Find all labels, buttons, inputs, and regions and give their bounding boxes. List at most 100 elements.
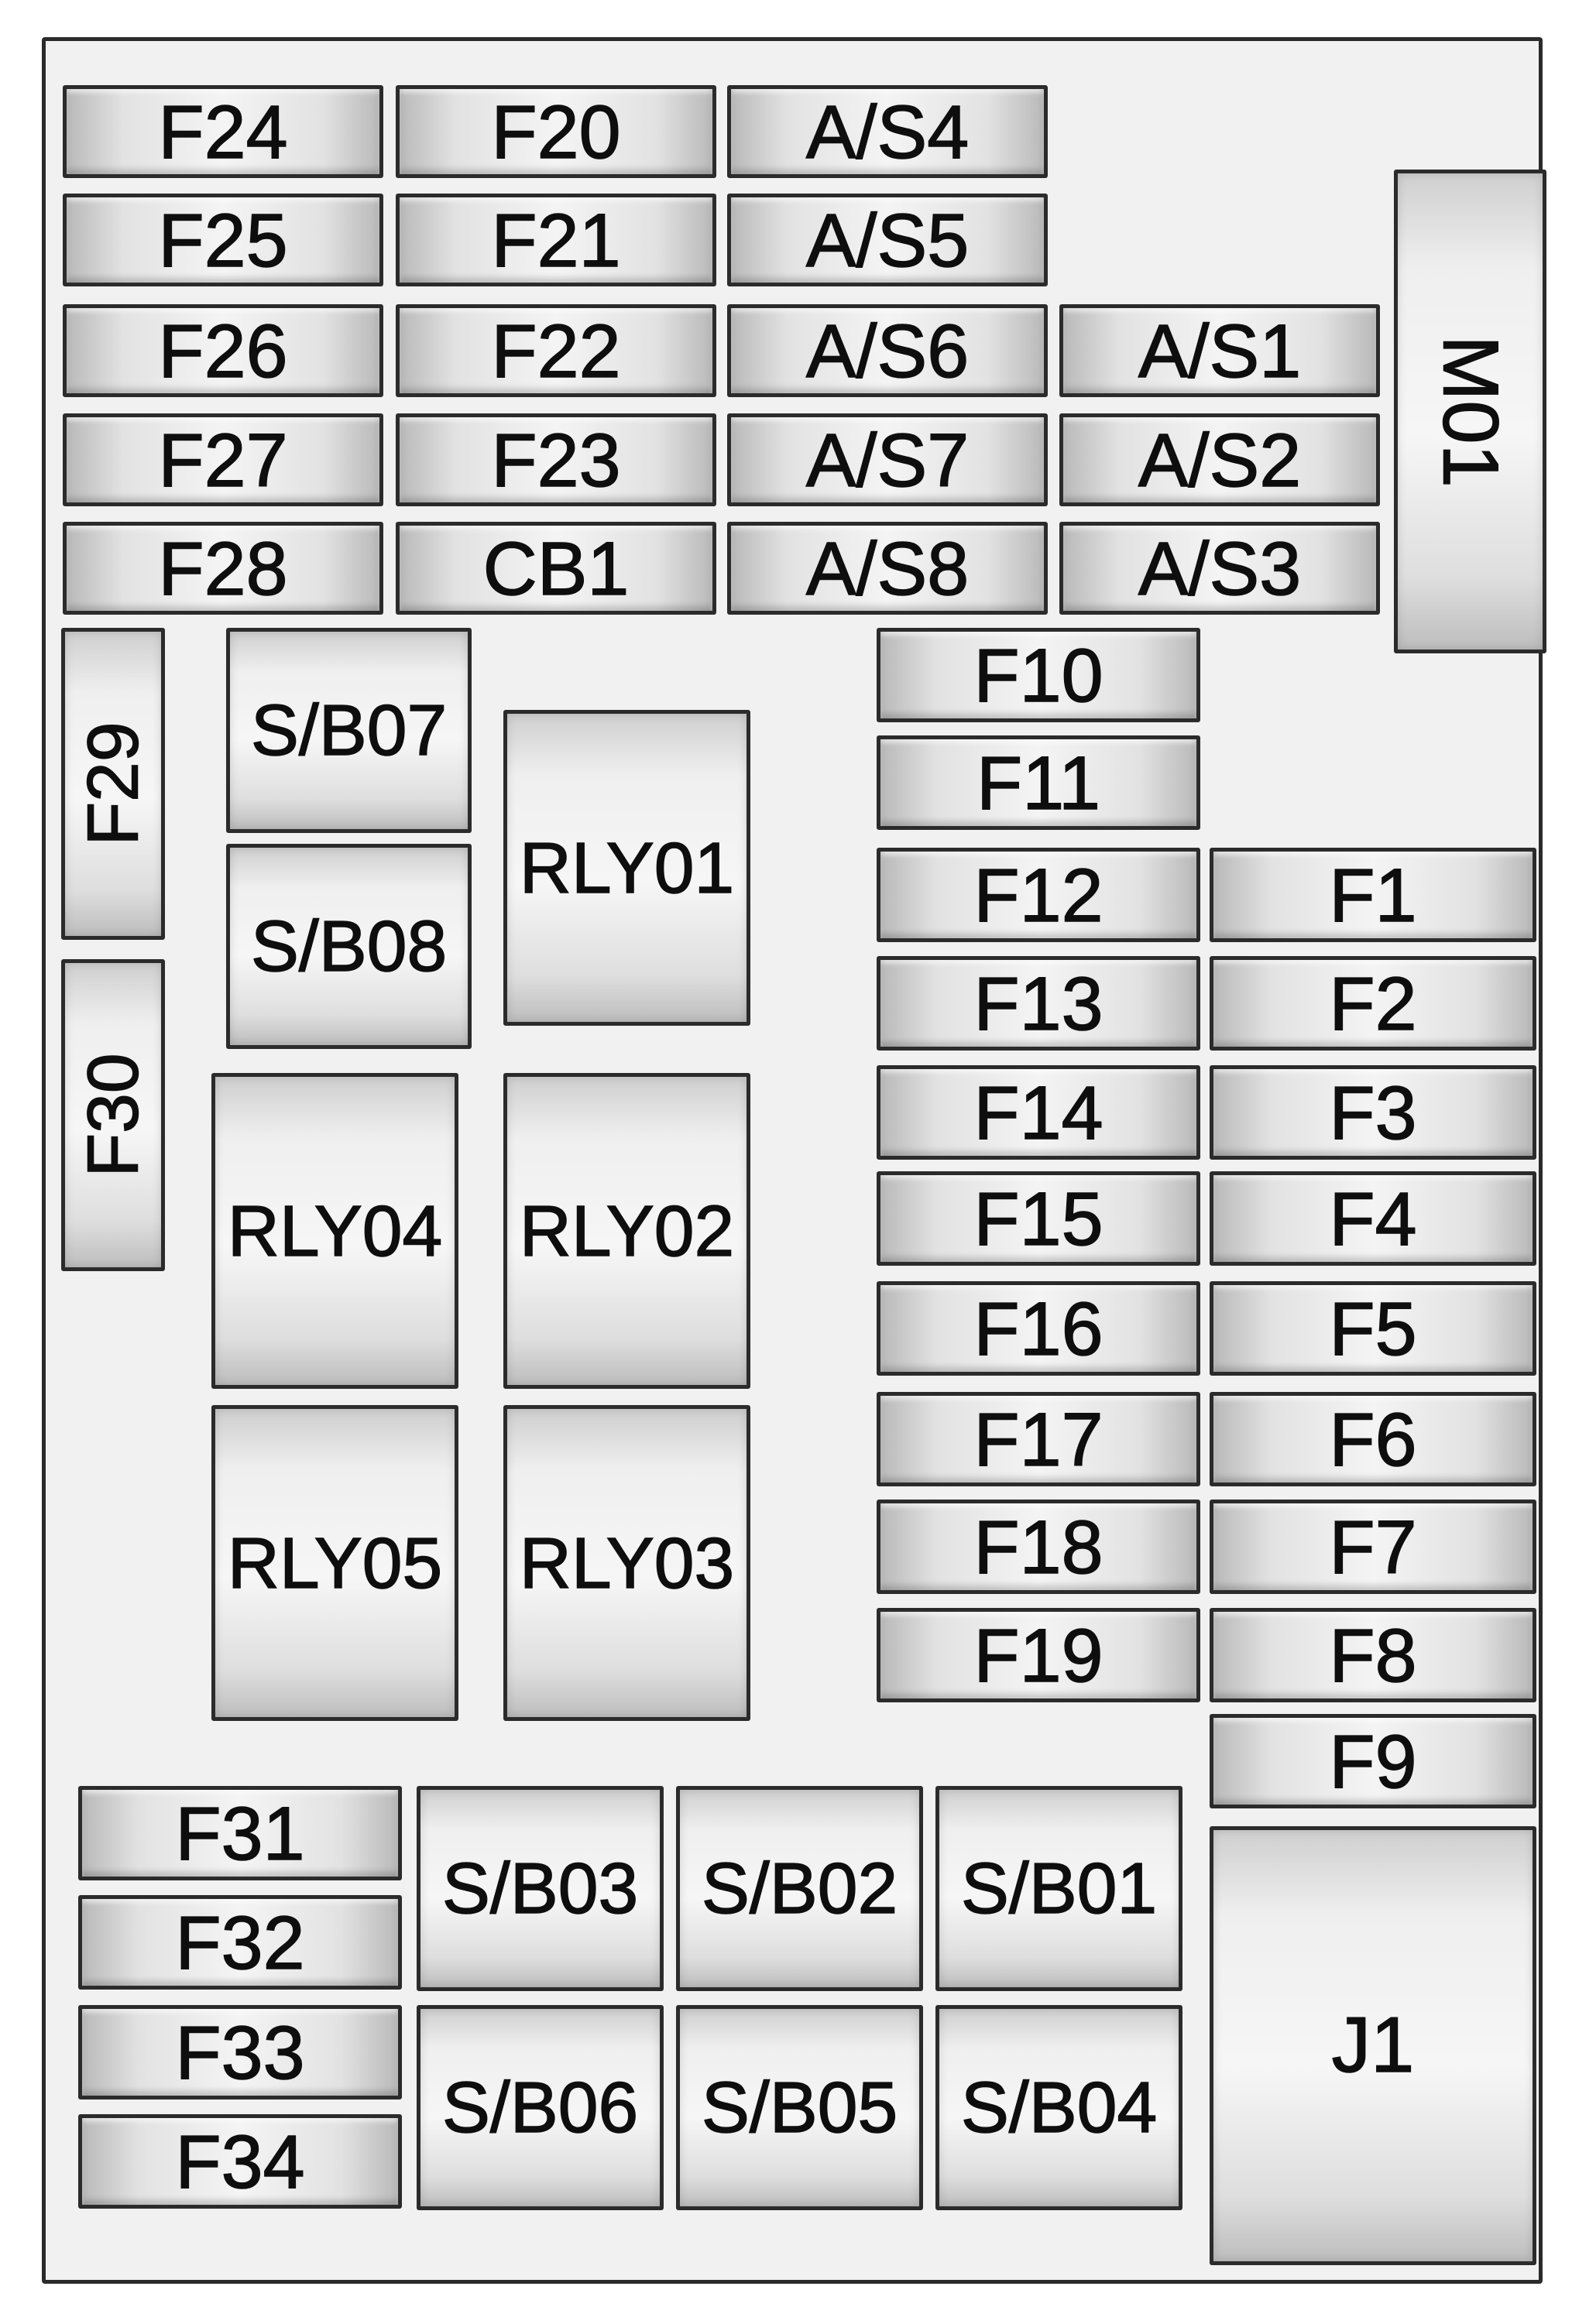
fuse-bottom-2-label: F33 [175,2010,306,2095]
fuse-col-b-5: F6 [1210,1392,1536,1486]
fuse-col-a-9: F19 [877,1608,1200,1702]
fuse-col-b-1: F2 [1210,956,1536,1051]
fuse-col-b-3: F4 [1210,1171,1536,1266]
fuse-f29-label: F29 [72,722,154,847]
fuse-col-a-6-label: F16 [973,1286,1104,1371]
fuse-col-b-0-label: F1 [1329,852,1418,937]
fuse-col-b-2: F3 [1210,1065,1536,1160]
fuse-row3-0: F26 [63,304,383,397]
fuse-col-b-0: F1 [1210,848,1536,942]
fuse-row4-1: F23 [396,413,716,506]
relay-rly01-label: RLY01 [519,827,735,908]
fuse-col-b-1-label: F2 [1329,961,1418,1046]
block-bottom-bottom-1-label: S/B05 [701,2067,898,2147]
block-bottom-top-0-label: S/B03 [441,1848,639,1928]
fuse-col-a-8: F18 [877,1500,1200,1594]
fuse-f30: F30 [61,959,165,1271]
block-bottom-top-2: S/B01 [935,1786,1182,1991]
block-bottom-bottom-1: S/B05 [676,2005,923,2210]
fuse-col-b-8-label: F9 [1329,1719,1418,1804]
fuse-bottom-3-label: F34 [175,2119,306,2204]
fuse-row5-1-label: CB1 [482,526,630,611]
module-m01-label: M01 [1426,335,1515,488]
fuse-row4-2: A/S7 [727,413,1048,506]
relay-rly03-label: RLY03 [519,1522,735,1603]
block-bottom-top-1-label: S/B02 [701,1848,898,1928]
fuse-col-a-3-label: F13 [973,961,1104,1046]
module-m01: M01 [1394,170,1546,653]
fuse-col-a-5-label: F15 [973,1176,1104,1261]
fuse-bottom-1-label: F32 [175,1900,306,1985]
relay-rly05: RLY05 [211,1405,458,1721]
fuse-col-a-2-label: F12 [973,852,1104,937]
fuse-col-a-4: F14 [877,1065,1200,1160]
fuse-col-b-5-label: F6 [1329,1397,1418,1482]
fuse-row5-3-label: A/S3 [1138,526,1302,611]
fuse-col-a-2: F12 [877,848,1200,942]
fuse-row4-3-label: A/S2 [1138,417,1302,502]
block-bottom-top-0: S/B03 [417,1786,664,1991]
fuse-col-b-6-label: F7 [1329,1504,1418,1589]
fuse-row1-1-label: F20 [491,89,622,174]
fuse-row4-3: A/S2 [1059,413,1380,506]
fuse-row4-0: F27 [63,413,383,506]
fuse-bottom-0-label: F31 [175,1791,306,1876]
fuse-col-b-2-label: F3 [1329,1070,1418,1155]
fuse-row3-2: A/S6 [727,304,1048,397]
fuse-row4-2-label: A/S7 [805,417,970,502]
fuse-col-b-4: F5 [1210,1281,1536,1376]
relay-rly04-label: RLY04 [227,1190,443,1271]
fuse-row1-0: F24 [63,85,383,178]
fuse-row1-1: F20 [396,85,716,178]
block-bottom-bottom-2: S/B04 [935,2005,1182,2210]
connector-j1: J1 [1210,1826,1536,2265]
fuse-row3-1-label: F22 [491,308,622,393]
fuse-row3-0-label: F26 [158,308,289,393]
fuse-col-a-0-label: F10 [973,632,1104,718]
relay-rly02: RLY02 [503,1073,750,1389]
relay-rly05-label: RLY05 [227,1522,443,1603]
fuse-col-b-8: F9 [1210,1714,1536,1808]
fuse-col-a-1: F11 [877,735,1200,830]
fuse-col-a-3: F13 [877,956,1200,1051]
block-bottom-bottom-0: S/B06 [417,2005,664,2210]
fuse-col-a-7: F17 [877,1392,1200,1486]
fuse-f30-label: F30 [72,1053,154,1178]
fuse-row2-2: A/S5 [727,194,1048,286]
fuse-col-a-1-label: F11 [976,740,1100,825]
fuse-col-a-8-label: F18 [973,1504,1104,1589]
fuse-row5-0: F28 [63,522,383,615]
fuse-bottom-2: F33 [78,2005,402,2099]
fuse-row5-0-label: F28 [158,526,289,611]
fuse-bottom-3: F34 [78,2114,402,2209]
block-sb08: S/B08 [226,844,472,1049]
fuse-col-a-6: F16 [877,1281,1200,1376]
fuse-col-a-9-label: F19 [973,1613,1104,1698]
block-sb08-label: S/B08 [250,906,448,986]
fuse-bottom-0: F31 [78,1786,402,1880]
fuse-row2-1: F21 [396,194,716,286]
relay-rly04: RLY04 [211,1073,458,1389]
fuse-row5-2-label: A/S8 [805,526,970,611]
fuse-col-b-7: F8 [1210,1608,1536,1702]
fuse-row1-0-label: F24 [158,89,289,174]
fuse-row3-1: F22 [396,304,716,397]
fuse-col-b-6: F7 [1210,1500,1536,1594]
fuse-col-a-4-label: F14 [973,1070,1104,1155]
fuse-col-a-0: F10 [877,628,1200,722]
block-bottom-bottom-0-label: S/B06 [441,2067,639,2147]
fuse-col-b-3-label: F4 [1329,1176,1418,1261]
fuse-row2-0: F25 [63,194,383,286]
fuse-row5-1: CB1 [396,522,716,615]
fuse-row3-3-label: A/S1 [1138,308,1302,393]
fuse-col-b-7-label: F8 [1329,1613,1418,1698]
fuse-col-a-7-label: F17 [973,1397,1104,1482]
fuse-row3-3: A/S1 [1059,304,1380,397]
block-bottom-top-1: S/B02 [676,1786,923,1991]
fuse-bottom-1: F32 [78,1895,402,1990]
fuse-row5-2: A/S8 [727,522,1048,615]
fuse-row1-2: A/S4 [727,85,1048,178]
fuse-f29: F29 [61,628,165,940]
relay-rly02-label: RLY02 [519,1190,735,1271]
